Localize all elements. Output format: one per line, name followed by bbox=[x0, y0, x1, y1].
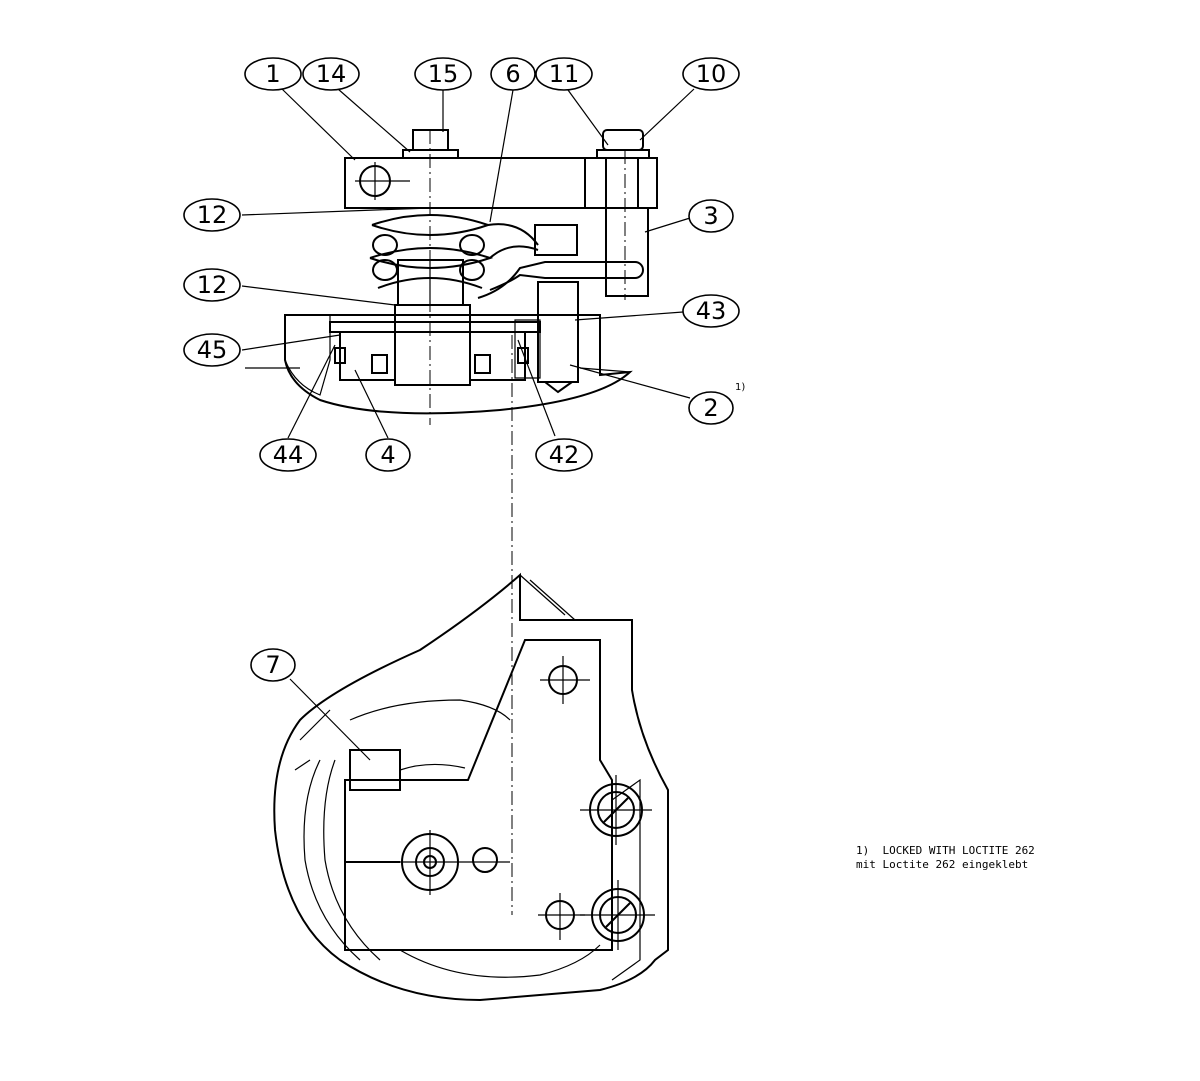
balloon-label: 3 bbox=[703, 202, 718, 230]
bolt-head bbox=[596, 129, 650, 159]
balloon-label: 6 bbox=[505, 60, 520, 88]
balloon-12-lower: 12 bbox=[183, 268, 241, 302]
lever-arm bbox=[344, 157, 658, 209]
balloon-label: 7 bbox=[265, 651, 280, 679]
base-casting bbox=[245, 314, 633, 415]
note-line-2: mit Loctite 262 eingeklebt bbox=[856, 858, 1029, 871]
balloon-label: 10 bbox=[696, 60, 727, 88]
balloon-3: 3 bbox=[688, 199, 734, 233]
balloon-43: 43 bbox=[682, 294, 740, 328]
balloon-label: 11 bbox=[549, 60, 580, 88]
balloon-6: 6 bbox=[490, 57, 536, 91]
balloon-45: 45 bbox=[183, 333, 241, 367]
balloon-15: 15 bbox=[414, 57, 472, 91]
balloon-11: 11 bbox=[535, 57, 593, 91]
balloon-12-upper: 12 bbox=[183, 198, 241, 232]
locking-pin bbox=[605, 207, 649, 297]
balloon-label: 43 bbox=[696, 297, 727, 325]
balloon-label: 15 bbox=[428, 60, 459, 88]
balloon-label: 12 bbox=[197, 201, 228, 229]
upper-hex-nut bbox=[580, 775, 652, 845]
balloon-label: 44 bbox=[273, 441, 304, 469]
bottom-wheel-view bbox=[273, 572, 669, 1002]
balloon-label: 4 bbox=[380, 441, 395, 469]
balloon-label: 42 bbox=[549, 441, 580, 469]
leader-lines bbox=[241, 88, 695, 761]
balloon-label: 2 bbox=[703, 394, 718, 422]
balloon-42: 42 bbox=[535, 438, 593, 472]
balloon-1: 1 bbox=[244, 57, 302, 91]
footnote-marker: 1) bbox=[735, 382, 745, 393]
balloon-7: 7 bbox=[250, 648, 296, 682]
top-nut bbox=[402, 129, 459, 159]
balloon-10: 10 bbox=[682, 57, 740, 91]
lower-hex-nut bbox=[580, 880, 655, 950]
balloon-label: 14 bbox=[316, 60, 347, 88]
balloon-4: 4 bbox=[365, 438, 411, 472]
balloon-14: 14 bbox=[302, 57, 360, 91]
torsion-spring bbox=[369, 214, 644, 299]
balloon-label: 45 bbox=[197, 336, 228, 364]
balloon-label: 1 bbox=[265, 60, 280, 88]
top-section-view bbox=[245, 129, 658, 915]
balloon-2: 2 bbox=[688, 391, 734, 425]
balloon-44: 44 bbox=[259, 438, 317, 472]
balloon-label: 12 bbox=[197, 271, 228, 299]
note-line-1: 1) LOCKED WITH LOCTITE 262 bbox=[856, 844, 1035, 857]
